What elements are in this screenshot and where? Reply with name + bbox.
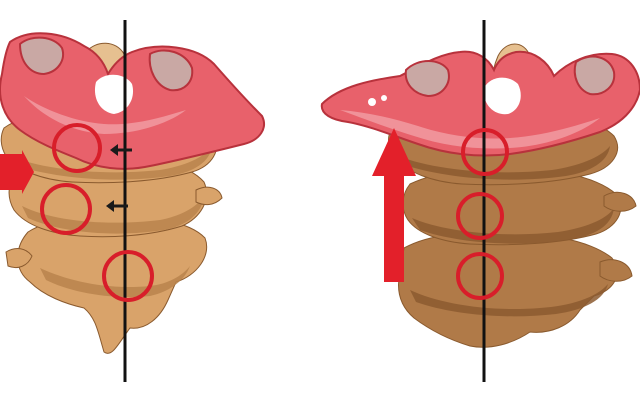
- right-push-arrow: [372, 128, 416, 282]
- right-atlas-foramen-small-1: [368, 98, 376, 106]
- right-marker-ring-3: [456, 252, 504, 300]
- left-atlas-highlight: [24, 96, 186, 134]
- left-middle-vertebra-shadow: [22, 196, 204, 234]
- left-atlas-socket-1: [18, 36, 64, 76]
- right-lower-process: [599, 259, 633, 282]
- right-lower-vertebra-shadow: [410, 284, 608, 317]
- right-atlas-socket-1: [404, 60, 450, 98]
- left-lower-vertebra-shadow: [40, 266, 190, 298]
- left-lower-vertebra: [17, 217, 208, 354]
- right-middle-vertebra-shadow: [412, 208, 614, 244]
- left-atlas-socket-2: [148, 49, 194, 92]
- left-marker-ring-2: [40, 183, 92, 235]
- right-marker-ring-2: [456, 192, 504, 240]
- right-panel: [320, 20, 640, 382]
- left-atlas: [0, 32, 265, 170]
- right-atlas-highlight: [340, 110, 600, 149]
- left-lower-process: [5, 248, 33, 269]
- left-small-arrow-2: [106, 200, 128, 212]
- left-small-arrow-1: [110, 144, 132, 156]
- right-middle-process: [603, 191, 637, 212]
- left-marker-ring-1: [52, 123, 102, 173]
- right-atlas-foramen-small-2: [381, 95, 387, 101]
- left-upper-vertebra-shadow: [10, 146, 212, 180]
- left-marker-ring-3: [102, 250, 154, 302]
- right-marker-ring-1: [461, 128, 509, 176]
- right-atlas-foramen: [483, 77, 521, 115]
- right-upper-vertebra-shadow: [398, 146, 610, 180]
- left-push-arrow: [0, 150, 34, 194]
- right-lower-vertebra: [398, 233, 618, 348]
- left-panel: [0, 20, 265, 382]
- right-atlas-socket-2: [573, 55, 616, 96]
- left-middle-process: [195, 186, 223, 206]
